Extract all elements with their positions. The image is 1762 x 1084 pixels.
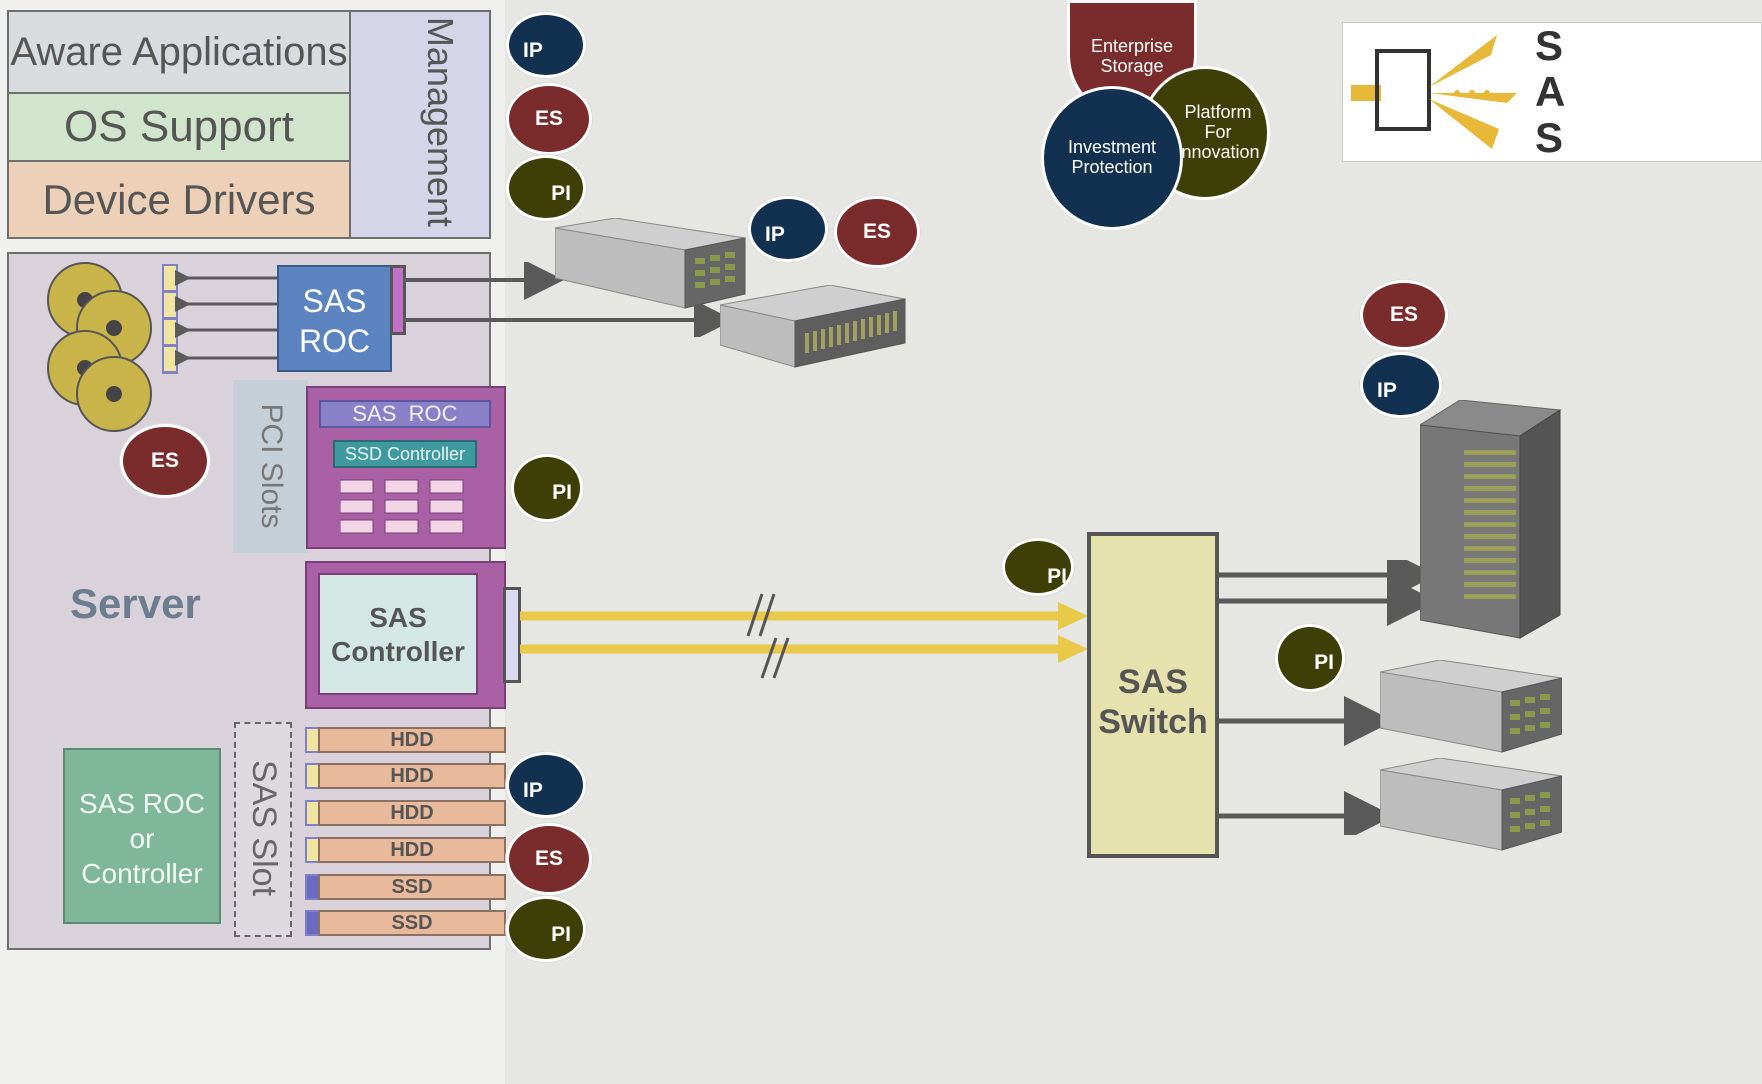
management-label: Management (420, 16, 461, 228)
sas-controller-box: SAS Controller (318, 573, 478, 695)
drive-hdd: HDD (318, 837, 506, 863)
aware-applications-box: Aware Applications (9, 12, 351, 94)
sas-controller-port (503, 587, 521, 683)
roc-to-disk-arrows (175, 266, 280, 370)
disk-platters-icon (47, 262, 152, 432)
ip-badge: IP (748, 196, 828, 262)
pi-badge: PI (1275, 624, 1345, 692)
pci-slots-label: PCI Slots (255, 403, 288, 529)
sas-links (520, 593, 1088, 679)
os-support-box: OS Support (9, 94, 351, 162)
drive-ssd: SSD (318, 874, 506, 900)
drive-hdd: HDD (318, 763, 506, 789)
es-badge: ES (506, 83, 592, 155)
drive-hdd: HDD (318, 727, 506, 753)
sas-logo: SAS (1342, 22, 1762, 162)
device-drivers-box: Device Drivers (9, 162, 351, 237)
pi-badge: PI (506, 155, 586, 221)
pi-badge: PI (511, 454, 583, 522)
server-label: Server (70, 580, 201, 627)
es-badge: ES (1360, 280, 1448, 350)
es-badge: ES (120, 424, 210, 498)
ip-badge: IP (506, 752, 586, 818)
pci-card-flash-chips (340, 479, 464, 534)
sas-slot-frame (234, 722, 292, 937)
sas-roc-box: SAS ROC (277, 265, 392, 372)
drive-ssd: SSD (318, 910, 506, 936)
storage-rack-icon (1420, 400, 1562, 639)
sas-logo-mark-icon (1351, 35, 1517, 149)
ip-badge: IP (506, 12, 586, 78)
storage-enclosure-icon (555, 218, 746, 309)
roc-to-storage-arrows (404, 262, 734, 337)
sas-roc-or-controller-box: SAS ROC or Controller (63, 748, 221, 924)
storage-enclosure-icon (1380, 758, 1562, 851)
pi-badge: PI (506, 896, 586, 962)
sas-switch-box: SAS Switch (1087, 532, 1219, 858)
storage-enclosure-icon (720, 285, 906, 368)
pci-card-ssd-controller: SSD Controller (333, 440, 477, 468)
ip-badge: IP (1360, 352, 1442, 418)
pci-card-roc: SAS ROC (319, 400, 491, 428)
sas-slot-label: SAS Slot (245, 759, 283, 897)
venn-investment-protection: Investment Protection (1041, 86, 1183, 230)
sas-roc-port (390, 265, 406, 335)
storage-enclosure-icon (1380, 660, 1562, 753)
sas-logo-letters: SAS (1535, 22, 1566, 161)
pi-badge: PI (1002, 538, 1074, 596)
pci-slots-bar (233, 380, 308, 553)
switch-output-arrows (1219, 560, 1429, 835)
software-stack: Aware Applications OS Support Device Dri… (7, 10, 491, 239)
es-badge: ES (506, 823, 592, 895)
drive-hdd: HDD (318, 800, 506, 826)
es-badge: ES (834, 196, 920, 268)
